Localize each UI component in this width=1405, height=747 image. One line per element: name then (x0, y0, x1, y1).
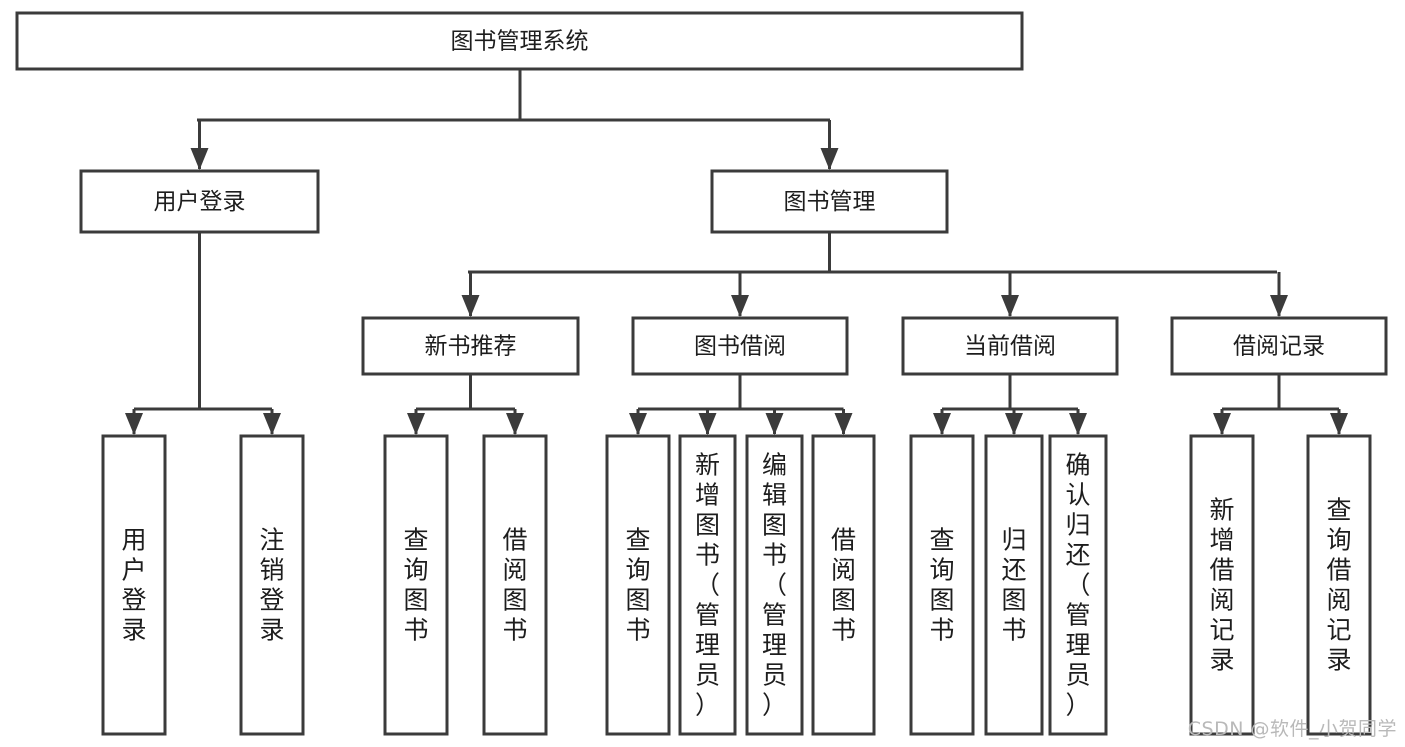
arrowhead-icon (125, 413, 143, 435)
level2-node-user-login-label: 用户登录 (154, 189, 246, 215)
arrowhead-icon (765, 413, 784, 435)
level2-node-book-management-label: 图书管理 (784, 189, 876, 215)
leaf-node-leaf-query-record-box[interactable] (1306, 434, 1372, 736)
arrowhead-icon (1001, 295, 1019, 317)
leaf-node-leaf-borrow-book-2-label: 借阅图书 (831, 525, 856, 644)
arrowhead-icon (1330, 413, 1348, 435)
arrowhead-icon (933, 413, 951, 435)
csdn-watermark: CSDN @软件_小贺同学 (1187, 718, 1397, 740)
arrowhead-icon (629, 413, 647, 435)
leaf-node-leaf-add-record-label: 新增借阅记录 (1209, 495, 1234, 674)
level3-node-new-book-recommend-label: 新书推荐 (425, 334, 517, 360)
level3-node-current-borrow-label: 当前借阅 (964, 334, 1056, 360)
arrowhead-icon (698, 413, 717, 435)
arrowhead-icon (263, 413, 281, 435)
leaf-node-leaf-confirm-return-box[interactable] (1048, 434, 1108, 736)
level2-node-user-login-box[interactable] (79, 169, 320, 234)
level3-node-book-borrow-label: 图书借阅 (694, 334, 786, 360)
arrowhead-icon (1213, 413, 1231, 435)
leaf-node-leaf-query-record-label: 查询借阅记录 (1326, 495, 1351, 674)
arrowhead-icon (820, 148, 839, 170)
arrowhead-icon (407, 413, 425, 435)
leaf-node-leaf-add-record-box[interactable] (1189, 434, 1255, 736)
leaf-node-leaf-edit-book-label: 编辑图书（管理员） (762, 450, 787, 719)
leaf-node-leaf-edit-book-box[interactable] (745, 434, 804, 736)
arrowhead-icon (506, 413, 524, 435)
node-layer: 图书管理系统用户登录图书管理新书推荐图书借阅当前借阅借阅记录用户登录注销登录查询… (15, 11, 1388, 736)
leaf-node-leaf-query-book-1-label: 查询图书 (403, 525, 428, 644)
arrowhead-icon (1069, 413, 1087, 435)
arrowhead-icon (190, 148, 209, 170)
leaf-node-leaf-borrow-book-1-label: 借阅图书 (502, 525, 527, 644)
leaf-node-leaf-user-login-label: 用户登录 (121, 525, 146, 644)
arrowhead-icon (1005, 413, 1023, 435)
arrowhead-icon (731, 295, 749, 317)
leaf-node-leaf-add-book-label: 新增图书（管理员） (695, 450, 720, 719)
root-node-label: 图书管理系统 (451, 29, 589, 55)
level3-node-book-borrow-box[interactable] (631, 316, 849, 376)
leaf-node-leaf-return-book-label: 归还图书 (1001, 525, 1026, 644)
arrowhead-icon (1270, 295, 1288, 317)
connector-layer (125, 69, 1348, 435)
leaf-node-leaf-query-book-1-box[interactable] (383, 434, 449, 736)
arrowhead-icon (834, 413, 853, 435)
leaf-node-leaf-user-login-box[interactable] (101, 434, 167, 736)
leaf-node-leaf-return-book-box[interactable] (984, 434, 1044, 736)
level3-node-new-book-recommend-box[interactable] (361, 316, 580, 376)
leaf-node-leaf-add-book-box[interactable] (678, 434, 737, 736)
leaf-node-leaf-query-book-2-label: 查询图书 (625, 525, 650, 644)
level2-node-book-management-box[interactable] (710, 169, 949, 234)
arrowhead-icon (461, 295, 480, 317)
level3-node-borrow-record-label: 借阅记录 (1233, 334, 1325, 360)
level3-node-borrow-record-box[interactable] (1170, 316, 1388, 376)
leaf-node-leaf-query-book-3-label: 查询图书 (929, 525, 954, 644)
leaf-node-leaf-confirm-return-label: 确认归还（管理员） (1065, 450, 1090, 719)
leaf-node-leaf-query-book-2-box[interactable] (605, 434, 671, 736)
leaf-node-leaf-borrow-book-2-box[interactable] (811, 434, 876, 736)
level3-node-current-borrow-box[interactable] (901, 316, 1119, 376)
leaf-node-leaf-logout-box[interactable] (239, 434, 305, 736)
root-node-box[interactable] (15, 11, 1024, 71)
leaf-node-leaf-borrow-book-1-box[interactable] (482, 434, 548, 736)
leaf-node-leaf-logout-label: 注销登录 (259, 525, 284, 644)
leaf-node-leaf-query-book-3-box[interactable] (909, 434, 975, 736)
